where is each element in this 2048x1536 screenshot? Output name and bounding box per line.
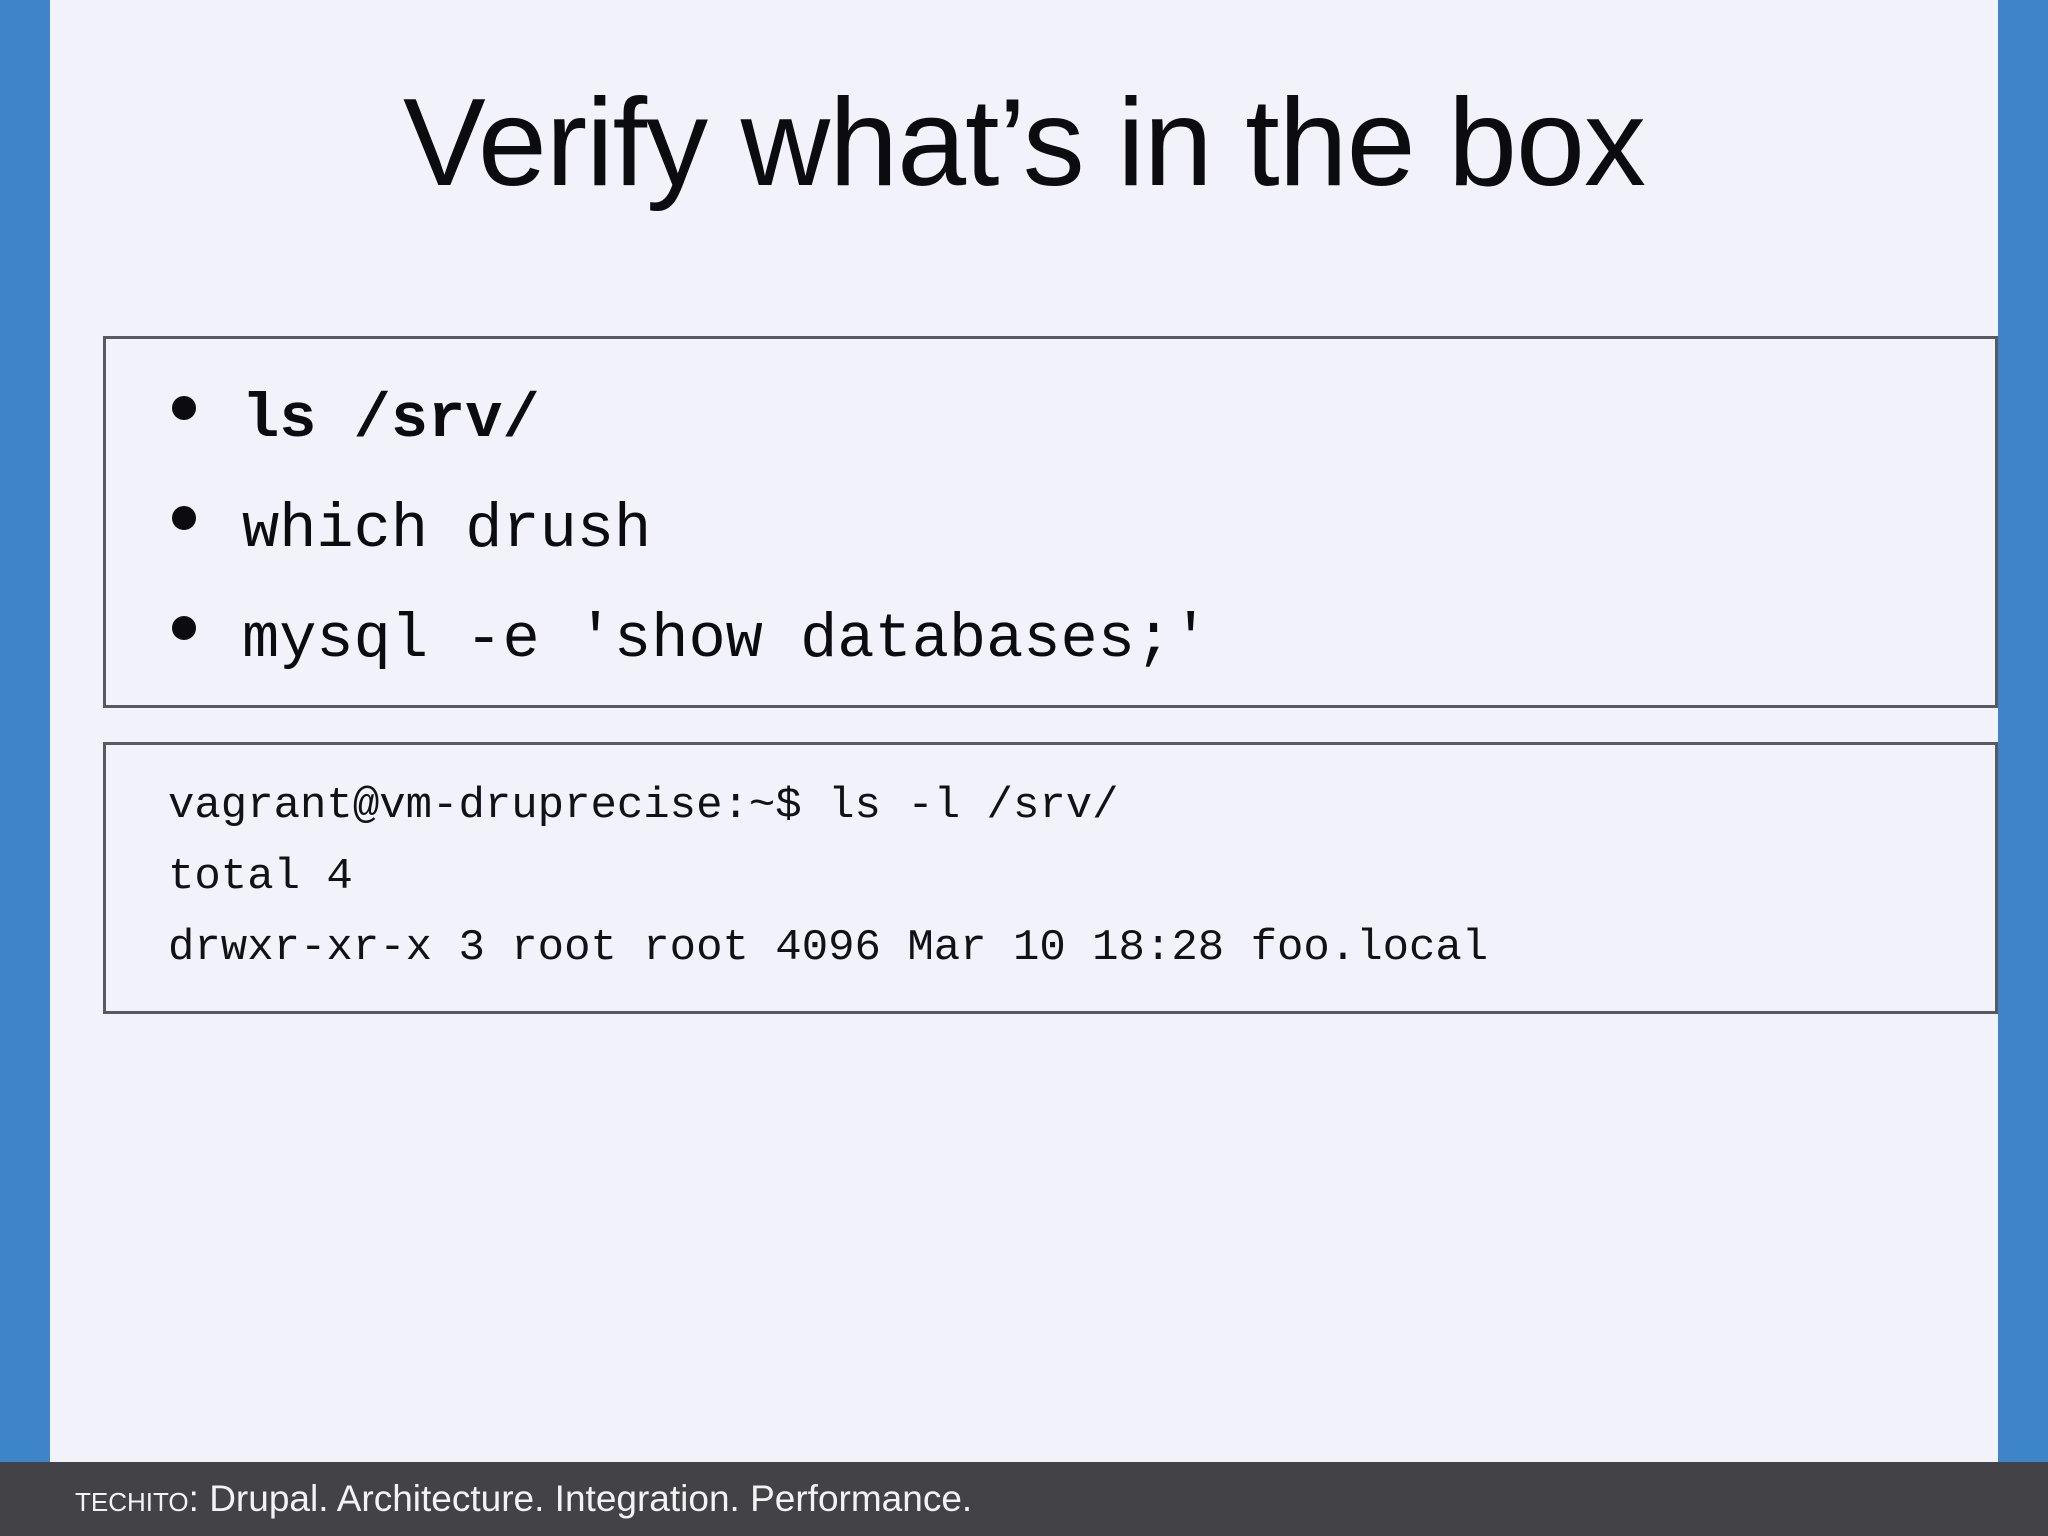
terminal-line: drwxr-xr-x 3 root root 4096 Mar 10 18:28…: [168, 923, 1489, 973]
terminal-output-panel: vagrant@vm-druprecise:~$ ls -l /srv/tota…: [103, 742, 1998, 1014]
bullet-dot-icon: [172, 396, 196, 420]
footer-tagline: Drupal. Architecture. Integration. Perfo…: [209, 1478, 973, 1519]
footer-text: Techito: Drupal. Architecture. Integrati…: [75, 1462, 972, 1536]
command-bullet-list: ls /srv/ which drush mysql -e 'show data…: [106, 339, 1995, 695]
command-text: ls /srv/: [242, 384, 540, 455]
commands-panel: ls /srv/ which drush mysql -e 'show data…: [103, 336, 1998, 708]
right-accent-bar: [1998, 0, 2048, 1536]
footer-bar: Techito: Drupal. Architecture. Integrati…: [0, 1462, 2048, 1536]
footer-brand: Techito: [75, 1478, 189, 1519]
list-item: ls /srv/: [106, 365, 1995, 475]
list-item: mysql -e 'show databases;': [106, 585, 1995, 695]
footer-separator: :: [188, 1478, 210, 1519]
terminal-line: vagrant@vm-druprecise:~$ ls -l /srv/: [168, 781, 1119, 831]
command-text: mysql -e 'show databases;': [242, 604, 1210, 675]
terminal-output: vagrant@vm-druprecise:~$ ls -l /srv/tota…: [106, 745, 1995, 984]
left-accent-bar: [0, 0, 50, 1536]
command-text: which drush: [242, 494, 652, 565]
bullet-dot-icon: [172, 616, 196, 640]
terminal-line: total 4: [168, 852, 353, 902]
list-item: which drush: [106, 475, 1995, 585]
bullet-dot-icon: [172, 506, 196, 530]
page-title: Verify what’s in the box: [403, 74, 1646, 212]
slide-canvas: Verify what’s in the box ls /srv/ which …: [50, 0, 1998, 1536]
